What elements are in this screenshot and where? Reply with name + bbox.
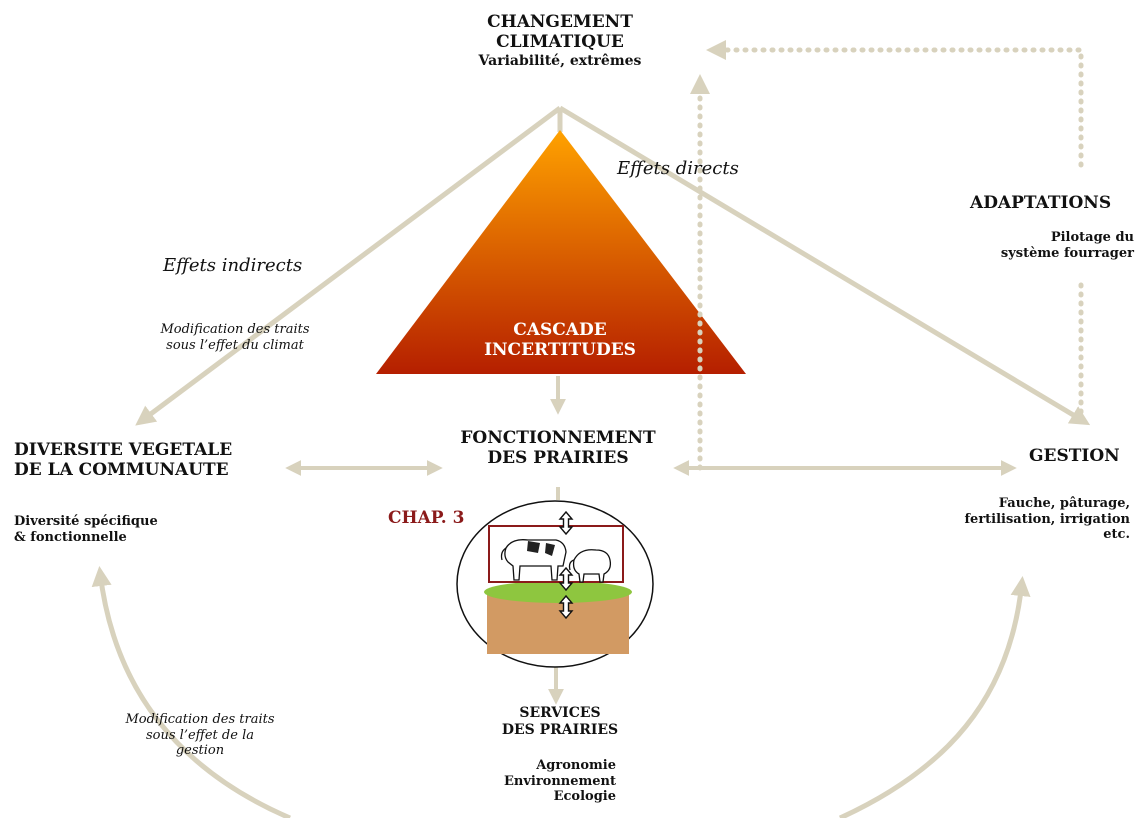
cascade-label: CASCADE INCERTITUDES bbox=[450, 320, 670, 361]
services-line-2: DES PRAIRIES bbox=[501, 721, 619, 738]
diversite-line-2: DE LA COMMUNAUTE bbox=[14, 460, 229, 481]
cow-icon bbox=[500, 539, 567, 581]
diversite-line-1: DIVERSITE VEGETALE bbox=[14, 440, 233, 460]
grass-layer bbox=[484, 581, 632, 603]
mod-climat-line-2: sous l’effet du climat bbox=[166, 337, 304, 353]
arrow-climate-to-diversity bbox=[135, 105, 562, 426]
services-heading: SERVICES DES PRAIRIES bbox=[470, 705, 650, 739]
cascade-triangle bbox=[376, 130, 746, 374]
gestion-line-3: etc. bbox=[1103, 527, 1130, 543]
adaptations-line-2: système fourrager bbox=[1000, 245, 1134, 261]
mod-gestion-line-1: Modification des traits bbox=[125, 712, 275, 727]
climate-line-2: CLIMATIQUE bbox=[496, 32, 624, 53]
soil-block bbox=[487, 594, 629, 654]
services-line-1: SERVICES bbox=[519, 705, 601, 721]
curve-gestion-to-diversity bbox=[91, 566, 291, 818]
canopy-frame bbox=[488, 525, 624, 583]
exchange-arrows-icon bbox=[558, 510, 574, 620]
services-items: Agronomie Environnement Ecologie bbox=[460, 758, 616, 805]
adaptations-line-1: Pilotage du bbox=[1050, 230, 1134, 245]
effets-directs-label: Effets directs bbox=[617, 158, 739, 179]
cascade-line-2: INCERTITUDES bbox=[484, 340, 636, 361]
diversite-sub: Diversité spécifique & fonctionnelle bbox=[14, 514, 158, 545]
pasture-illustration bbox=[456, 500, 654, 668]
fonctionnement-line-1: FONCTIONNEMENT bbox=[460, 428, 656, 448]
services-item-2: Environnement bbox=[503, 773, 616, 789]
climate-heading: CHANGEMENT CLIMATIQUE Variabilité, extrê… bbox=[440, 12, 680, 70]
diversite-heading: DIVERSITE VEGETALE DE LA COMMUNAUTE bbox=[14, 440, 232, 481]
climate-line-1: CHANGEMENT bbox=[487, 12, 633, 32]
mod-climat-line-1: Modification des traits bbox=[160, 322, 310, 337]
curve-to-gestion bbox=[838, 576, 1031, 818]
mod-climat-label: Modification des traits sous l’effet du … bbox=[120, 322, 350, 353]
fonctionnement-line-2: DES PRAIRIES bbox=[487, 448, 629, 469]
dotted-adaptation-loop-upper bbox=[706, 40, 1084, 168]
chap-label: CHAP. 3 bbox=[388, 508, 465, 528]
diversite-sub-2: & fonctionnelle bbox=[14, 529, 127, 545]
mod-gestion-line-2: sous l’effet de la bbox=[146, 727, 254, 743]
climate-sub: Variabilité, extrêmes bbox=[478, 52, 642, 69]
gestion-desc: Fauche, pâturage, fertilisation, irrigat… bbox=[900, 496, 1130, 543]
gestion-title: GESTION bbox=[1029, 446, 1120, 466]
sheep-icon bbox=[568, 549, 612, 583]
gestion-line-2: fertilisation, irrigation bbox=[964, 511, 1130, 527]
arrow-climate-to-gestion bbox=[558, 105, 1091, 426]
fonctionnement-heading: FONCTIONNEMENT DES PRAIRIES bbox=[430, 428, 686, 469]
services-item-1: Agronomie bbox=[536, 758, 616, 773]
effets-indirects-label: Effets indirects bbox=[163, 255, 303, 276]
mod-gestion-line-3: gestion bbox=[175, 743, 225, 759]
adaptations-title: ADAPTATIONS bbox=[970, 193, 1112, 213]
mod-gestion-label: Modification des traits sous l’effet de … bbox=[90, 712, 310, 759]
gestion-line-1: Fauche, pâturage, bbox=[998, 496, 1130, 511]
services-item-3: Ecologie bbox=[553, 789, 616, 805]
adaptations-desc: Pilotage du système fourrager bbox=[930, 230, 1134, 261]
cascade-line-1: CASCADE bbox=[513, 320, 607, 340]
diversite-sub-1: Diversité spécifique bbox=[14, 514, 158, 529]
